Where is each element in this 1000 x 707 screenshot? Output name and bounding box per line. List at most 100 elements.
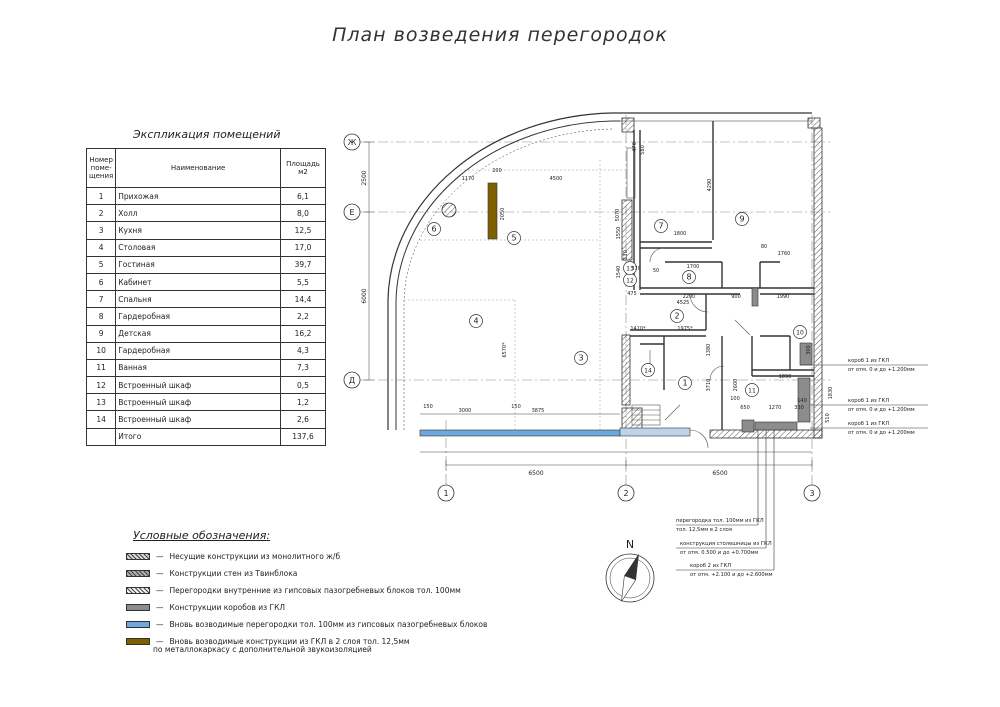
room-number-4: 4 xyxy=(469,314,483,328)
room-number-text: 12 xyxy=(626,278,634,285)
legend-item: —Конструкции стен из Твинблока xyxy=(126,565,487,582)
legend-dash: — xyxy=(156,637,164,646)
axis-label: 1 xyxy=(443,489,448,498)
new-partition-blue xyxy=(419,429,621,437)
legend-swatch xyxy=(126,570,150,577)
dimension-text: 2500 xyxy=(361,170,368,185)
room-number-text: 5 xyxy=(511,234,516,243)
room-number-text: 8 xyxy=(686,273,691,282)
compass-letter: N xyxy=(626,538,634,551)
dimension-text: 6500 xyxy=(712,470,727,477)
dimension-text: 1410* xyxy=(630,326,646,332)
callout-leaders xyxy=(676,364,928,571)
callout-subtitle: от отм. 0 и до +1.200мм xyxy=(848,407,915,413)
dimension-text: 5070 xyxy=(615,209,621,222)
legend-dash: — xyxy=(156,586,164,595)
callout-subtitle: от отм. 0 и до +1.200мм xyxy=(848,367,915,373)
cell-number: 2 xyxy=(85,204,117,223)
callout-subtitle: от отм. +2.100 и до +2.600мм xyxy=(690,572,773,578)
header-name: Наименование xyxy=(115,148,281,188)
dimension-text: 1270 xyxy=(769,405,782,411)
room-number-6: 6 xyxy=(427,222,441,236)
legend-text: Несущие конструкции из монолитного ж/б xyxy=(169,552,341,561)
axis-bubble-3 xyxy=(803,484,821,502)
dimension-text: 650 xyxy=(740,405,750,411)
room-number-14: 14 xyxy=(641,363,655,377)
callout-title: конструкция столешницы из ГКЛ xyxy=(680,541,772,547)
dimension-text: 370 xyxy=(631,266,641,272)
room-number-text: 11 xyxy=(748,388,756,395)
dimension-text: 6500 xyxy=(528,470,543,477)
axis-bubble-e xyxy=(343,203,361,221)
new-partition-blue xyxy=(619,427,691,437)
drawing-title: План возведения перегородок xyxy=(332,24,668,46)
legend-text: Перегородки внутренние из гипсовых пазог… xyxy=(169,586,461,595)
room-number-1: 1 xyxy=(678,376,692,390)
legend-text: Конструкции стен из Твинблока xyxy=(169,569,298,578)
curved-wall xyxy=(387,112,620,430)
room-number-9: 9 xyxy=(735,212,749,226)
room-number-10: 10 xyxy=(793,325,807,339)
callout-title: перегородка тол. 100мм из ГКЛ xyxy=(676,518,764,524)
callouts: короб 1 из ГКЛ от отм. 0 и до +1.200мм кор… xyxy=(676,358,915,578)
legend-swatch xyxy=(126,587,150,594)
callout-subtitle: от отм. 0.500 и до +0.700мм xyxy=(680,550,758,556)
dimension-text: 1990 xyxy=(777,294,790,300)
room-number-text: 7 xyxy=(658,222,663,231)
dimension-text: 4500 xyxy=(550,176,563,182)
gkl-structure xyxy=(487,182,498,240)
legend-item: —Вновь возводимые перегородки тол. 100мм… xyxy=(126,616,487,633)
dimension-text: 1700 xyxy=(687,264,700,270)
dimension-text: 3710 xyxy=(706,379,712,392)
cell-name: Итого xyxy=(115,427,281,446)
room-number-text: 13 xyxy=(626,266,634,273)
column xyxy=(441,202,457,218)
room-number-text: 3 xyxy=(578,354,583,363)
room-number-7: 7 xyxy=(654,219,668,233)
legend-dash: — xyxy=(156,603,164,612)
axis-label: 3 xyxy=(809,489,814,498)
room-number-12: 12 xyxy=(623,273,637,287)
dimension-text: 3875 xyxy=(532,408,545,414)
dimension-text: 330 xyxy=(794,405,804,411)
cell-number: 14 xyxy=(85,410,117,429)
legend-title: Условные обозначения: xyxy=(133,529,271,542)
dimension-text: 1380 xyxy=(706,344,712,357)
dimension-text: 1170 xyxy=(462,176,475,182)
dimension-text: 900 xyxy=(731,294,741,300)
header-area: Площадь м2 xyxy=(280,148,326,188)
room-number-text: 1 xyxy=(682,379,687,388)
dimension-text: 4290 xyxy=(707,179,713,192)
cell-area: 2,2 xyxy=(280,307,326,326)
room-number-11: 11 xyxy=(745,383,759,397)
legend-text: Конструкции коробов из ГКЛ xyxy=(169,603,286,612)
dimension-text: 3000 xyxy=(459,408,472,414)
dimension-text: 470 xyxy=(632,142,638,152)
dimension-text: 100 xyxy=(730,396,740,402)
room-number-3: 3 xyxy=(574,351,588,365)
dimension-text: 2200 xyxy=(683,294,696,300)
legend-item: — Перегородки внутренние из гипсовых пазо… xyxy=(126,582,487,599)
room-number-13: 13 xyxy=(623,261,637,275)
legend-swatch xyxy=(126,638,150,645)
door-swings xyxy=(649,247,725,449)
dimension-text: 475 xyxy=(627,291,637,297)
room-number-8: 8 xyxy=(682,270,696,284)
dimension-text: 6570* xyxy=(502,342,508,358)
legend-text: Вновь возводимые конструкции из ГКЛ в 2 … xyxy=(169,637,410,646)
callout-title: короб 1 из ГКЛ xyxy=(848,398,889,404)
axis-label: Д xyxy=(349,376,355,385)
dimension-lines xyxy=(364,141,813,470)
cell-area: 39,7 xyxy=(280,255,326,274)
legend-item: — Вновь возводимые конструкции из ГКЛ в 2… xyxy=(126,633,487,654)
north-arrow: N xyxy=(605,538,655,603)
legend-swatch xyxy=(126,553,150,560)
callout-title: короб 1 из ГКЛ xyxy=(848,358,889,364)
dimension-text: 1800 xyxy=(674,231,687,237)
